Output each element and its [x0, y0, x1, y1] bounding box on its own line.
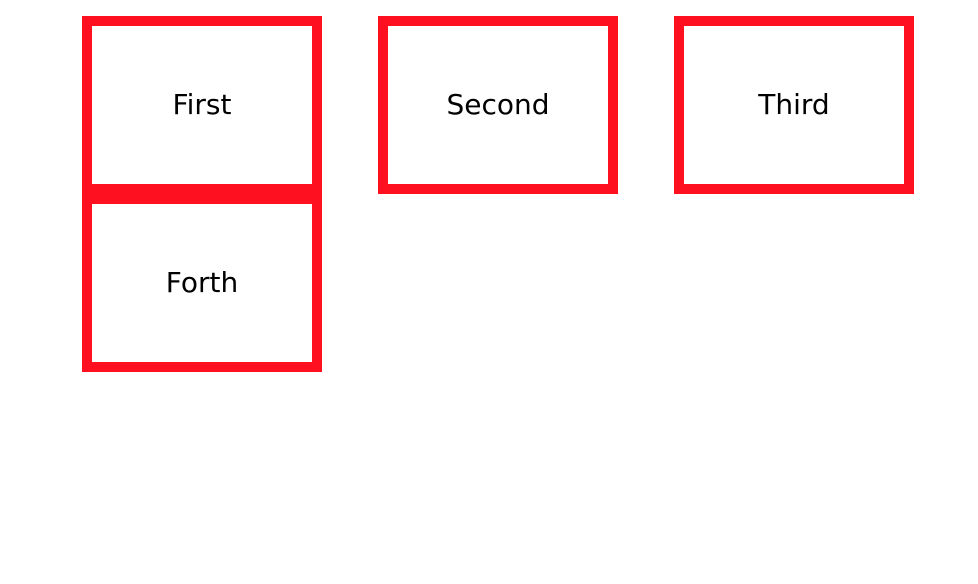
- card-first[interactable]: First: [82, 16, 322, 194]
- card-label-third: Third: [758, 88, 830, 121]
- card-label-second: Second: [446, 88, 550, 121]
- card-label-first: First: [172, 88, 232, 121]
- card-forth[interactable]: Forth: [82, 194, 322, 372]
- card-second[interactable]: Second: [378, 16, 618, 194]
- card-label-forth: Forth: [165, 266, 239, 299]
- card-third[interactable]: Third: [674, 16, 914, 194]
